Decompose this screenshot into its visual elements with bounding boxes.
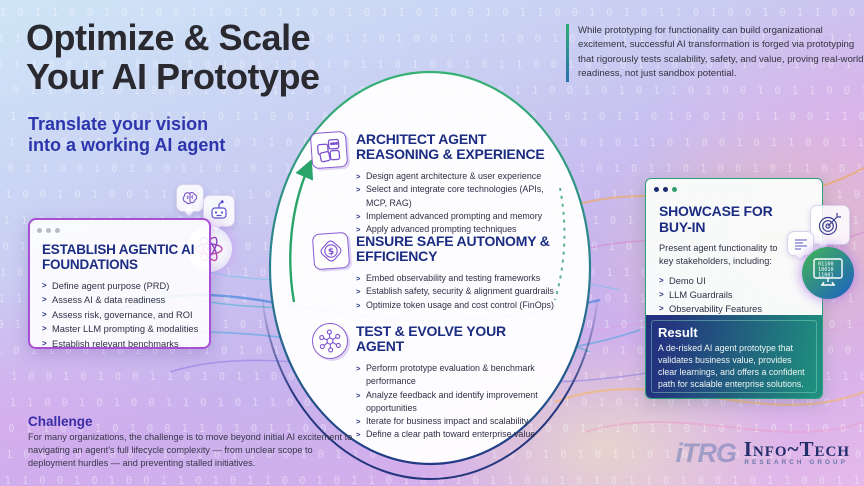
- stage-item: Apply advanced prompting techniques: [356, 223, 566, 237]
- list-item: Assess AI & data readiness: [42, 293, 202, 308]
- list-item: Demo UI: [659, 274, 799, 288]
- stage-item: Analyze feedback and identify improvemen…: [356, 389, 566, 416]
- foundations-items: Define agent purpose (PRD) Assess AI & d…: [42, 279, 202, 351]
- infotech-logo-subtext: RESEARCH GROUP: [744, 459, 848, 466]
- dollar-glyph: $: [328, 247, 335, 257]
- stage-item: Perform prototype evaluation & benchmark…: [356, 362, 566, 389]
- result-title: Result: [658, 325, 698, 340]
- stage-item: Iterate for business impact and scalabil…: [356, 415, 566, 429]
- page-subtitle-line1: Translate your vision: [28, 114, 209, 134]
- stage-item: Design agent architecture & user experie…: [356, 170, 566, 184]
- binary-monitor-icon: 01100 10010 11001: [802, 247, 854, 299]
- challenge-text: For many organizations, the challenge is…: [28, 432, 353, 469]
- monitor-binary-line: 01100: [818, 262, 834, 268]
- stage-items: Design agent architecture & user experie…: [356, 170, 566, 237]
- dollar-shield-icon: $: [311, 231, 351, 271]
- itrg-logo: iTRG: [675, 438, 737, 468]
- foundations-title: ESTABLISH AGENTIC AI FOUNDATIONS: [42, 242, 195, 272]
- result-text: A de-risked AI agent prototype that vali…: [658, 343, 805, 389]
- monitor-binary-line: 11001: [818, 273, 834, 279]
- challenge-title: Challenge: [28, 414, 93, 429]
- stage-item: Establish safety, security & alignment g…: [356, 285, 566, 299]
- network-icon: [310, 321, 350, 361]
- window-dots: [654, 187, 822, 192]
- page-title: Optimize & Scale Your AI Prototype: [26, 18, 320, 96]
- page-subtitle: Translate your vision into a working AI …: [28, 114, 225, 156]
- infotech-logo: Info~Tech: [743, 437, 850, 461]
- brain-icon: [176, 184, 204, 212]
- list-item: LLM Guardrails: [659, 288, 799, 302]
- stage-item: Implement advanced prompting and memory: [356, 210, 566, 224]
- stage-item: Define a clear path toward enterprise va…: [356, 428, 566, 442]
- stage-item: Embed observability and testing framewor…: [356, 272, 566, 286]
- page-title-line1: Optimize & Scale: [26, 17, 311, 58]
- target-icon: [810, 205, 850, 245]
- showcase-title: SHOWCASE FOR BUY-IN: [659, 203, 773, 235]
- intro-paragraph: While prototyping for functionality can …: [566, 24, 864, 82]
- stage-test: TEST & EVOLVE YOUR AGENT Perform prototy…: [356, 323, 566, 443]
- stage-items: Perform prototype evaluation & benchmark…: [356, 362, 566, 442]
- puzzle-icon: [309, 130, 349, 170]
- page-subtitle-line2: into a working AI agent: [28, 135, 226, 155]
- window-dots: [37, 228, 209, 233]
- list-item: Establish relevant benchmarks: [42, 337, 202, 352]
- upward-arrow: [289, 159, 314, 303]
- showcase-intro: Present agent functionality to key stake…: [659, 243, 778, 266]
- stage-title: TEST & EVOLVE YOUR AGENT: [356, 323, 506, 354]
- page-title-line2: Your AI Prototype: [26, 56, 320, 97]
- list-item: Define agent purpose (PRD): [42, 279, 202, 294]
- stage-item: Optimize token usage and cost control (F…: [356, 299, 566, 313]
- stage-title: ARCHITECT AGENT REASONING & EXPERIENCE: [356, 131, 545, 162]
- stage-items: Embed observability and testing framewor…: [356, 272, 566, 312]
- stage-title: ENSURE SAFE AUTONOMY & EFFICIENCY: [356, 233, 550, 264]
- stage-architect: ARCHITECT AGENT REASONING & EXPERIENCE D…: [356, 131, 571, 237]
- stage-safety: ENSURE SAFE AUTONOMY & EFFICIENCY Embed …: [356, 233, 571, 313]
- code-chat-icon: [787, 231, 814, 256]
- list-item: Assess risk, governance, and ROI: [42, 308, 202, 323]
- result-panel: Result A de-risked AI agent prototype th…: [646, 315, 822, 398]
- monitor-binary-line: 10010: [818, 267, 834, 273]
- list-item: Observability Features: [659, 302, 799, 316]
- showcase-card: SHOWCASE FOR BUY-IN Present agent functi…: [645, 178, 854, 399]
- foundations-card: ESTABLISH AGENTIC AI FOUNDATIONS Define …: [28, 218, 211, 351]
- stage-item: Select and integrate core technologies (…: [356, 183, 566, 210]
- list-item: Master LLM prompting & modalities: [42, 322, 202, 337]
